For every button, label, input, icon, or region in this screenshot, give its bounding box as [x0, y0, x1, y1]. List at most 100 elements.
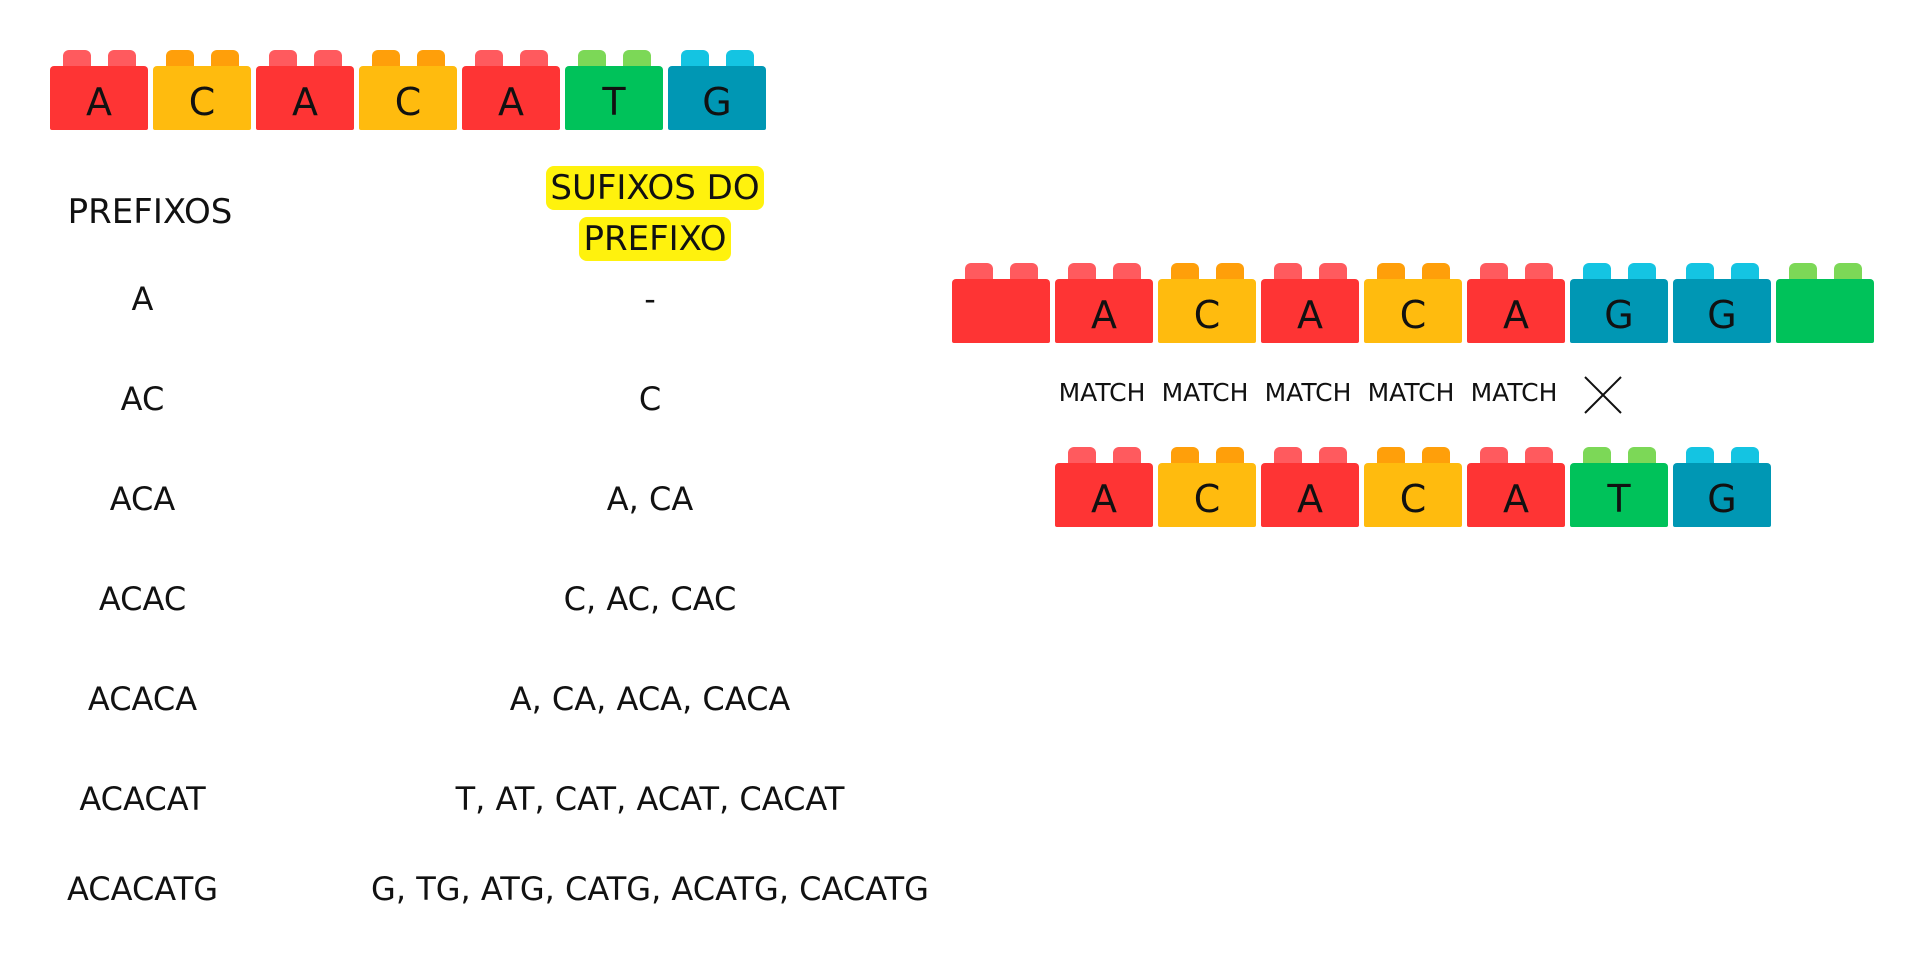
brick-stud	[314, 50, 342, 68]
brick-letter: C	[359, 66, 457, 130]
match-label: MATCH	[1264, 378, 1352, 407]
brick-letter: A	[1467, 279, 1565, 343]
brick-stud	[1731, 263, 1759, 281]
brick-stud	[1731, 447, 1759, 465]
brick-letter: A	[256, 66, 354, 130]
brick-stud	[1628, 263, 1656, 281]
match-label: MATCH	[1470, 378, 1558, 407]
brick-stud	[1480, 447, 1508, 465]
brick-stud	[1525, 263, 1553, 281]
brick-stud	[1068, 263, 1096, 281]
suffix-cell: T, AT, CAT, ACAT, CACAT	[455, 780, 845, 818]
brick-stud	[578, 50, 606, 68]
brick-yellow: C	[359, 50, 457, 130]
brick-letter	[1776, 279, 1874, 343]
brick-green: T	[565, 50, 663, 130]
brick-stud	[1583, 447, 1611, 465]
brick-stud	[1377, 263, 1405, 281]
brick-stud	[1834, 263, 1862, 281]
brick-letter: A	[1261, 279, 1359, 343]
brick-stud	[681, 50, 709, 68]
brick-red: A	[1261, 263, 1359, 343]
prefixos-header: PREFIXOS	[67, 192, 233, 232]
brick-letter: G	[1570, 279, 1668, 343]
brick-stud	[211, 50, 239, 68]
brick-letter: C	[1158, 463, 1256, 527]
brick-stud	[1216, 263, 1244, 281]
brick-letter: T	[565, 66, 663, 130]
brick-stud	[726, 50, 754, 68]
prefix-cell: ACAC	[98, 580, 187, 618]
brick-stud	[1686, 447, 1714, 465]
brick-stud	[965, 263, 993, 281]
brick-letter: G	[1673, 463, 1771, 527]
brick-stud	[623, 50, 651, 68]
brick-letter: G	[1673, 279, 1771, 343]
brick-letter: A	[1055, 463, 1153, 527]
brick-yellow: C	[1364, 263, 1462, 343]
brick-stud	[1216, 447, 1244, 465]
brick-stud	[1274, 447, 1302, 465]
brick-letter: A	[1055, 279, 1153, 343]
brick-stud	[1525, 447, 1553, 465]
brick-letter: A	[1261, 463, 1359, 527]
brick-stud	[1319, 447, 1347, 465]
brick-stud	[1583, 263, 1611, 281]
brick-letter: A	[462, 66, 560, 130]
brick-red: A	[1055, 447, 1153, 527]
suffix-cell: C, AC, CAC	[563, 580, 737, 618]
brick-letter: T	[1570, 463, 1668, 527]
prefix-cell: AC	[120, 380, 165, 418]
prefix-cell: ACA	[109, 480, 176, 518]
brick-stud	[1480, 263, 1508, 281]
brick-stud	[1422, 263, 1450, 281]
prefix-cell: A	[131, 280, 154, 318]
brick-letter: C	[1364, 279, 1462, 343]
brick-letter: G	[668, 66, 766, 130]
brick-red	[952, 263, 1050, 343]
brick-stud	[1319, 263, 1347, 281]
x-mark-icon	[1584, 376, 1622, 414]
brick-red: A	[1261, 447, 1359, 527]
brick-stud	[166, 50, 194, 68]
sufixos-header: SUFIXOS DO PREFIXO	[540, 163, 770, 265]
brick-red: A	[1467, 263, 1565, 343]
brick-yellow: C	[1158, 263, 1256, 343]
brick-stud	[1171, 263, 1199, 281]
brick-stud	[475, 50, 503, 68]
suffix-cell: A, CA, ACA, CACA	[509, 680, 791, 718]
brick-teal: G	[1673, 263, 1771, 343]
brick-letter: A	[1467, 463, 1565, 527]
prefix-cell: ACACA	[87, 680, 198, 718]
brick-stud	[1422, 447, 1450, 465]
brick-red: A	[1467, 447, 1565, 527]
match-label: MATCH	[1058, 378, 1146, 407]
prefix-cell: ACACAT	[79, 780, 206, 818]
sufixos-header-line2: PREFIXO	[579, 217, 731, 261]
brick-stud	[1171, 447, 1199, 465]
brick-letter: C	[1158, 279, 1256, 343]
brick-stud	[108, 50, 136, 68]
brick-stud	[1068, 447, 1096, 465]
brick-letter: C	[153, 66, 251, 130]
brick-stud	[372, 50, 400, 68]
brick-teal: G	[1673, 447, 1771, 527]
brick-teal: G	[668, 50, 766, 130]
suffix-cell: G, TG, ATG, CATG, ACATG, CACATG	[371, 870, 929, 908]
brick-stud	[1274, 263, 1302, 281]
brick-letter: A	[50, 66, 148, 130]
brick-green	[1776, 263, 1874, 343]
brick-stud	[1377, 447, 1405, 465]
brick-stud	[1789, 263, 1817, 281]
brick-stud	[1628, 447, 1656, 465]
brick-red: A	[50, 50, 148, 130]
brick-stud	[1686, 263, 1714, 281]
suffix-cell: A, CA	[606, 480, 694, 518]
brick-letter: C	[1364, 463, 1462, 527]
brick-yellow: C	[153, 50, 251, 130]
brick-yellow: C	[1364, 447, 1462, 527]
suffix-cell: -	[644, 280, 656, 318]
match-label: MATCH	[1367, 378, 1455, 407]
